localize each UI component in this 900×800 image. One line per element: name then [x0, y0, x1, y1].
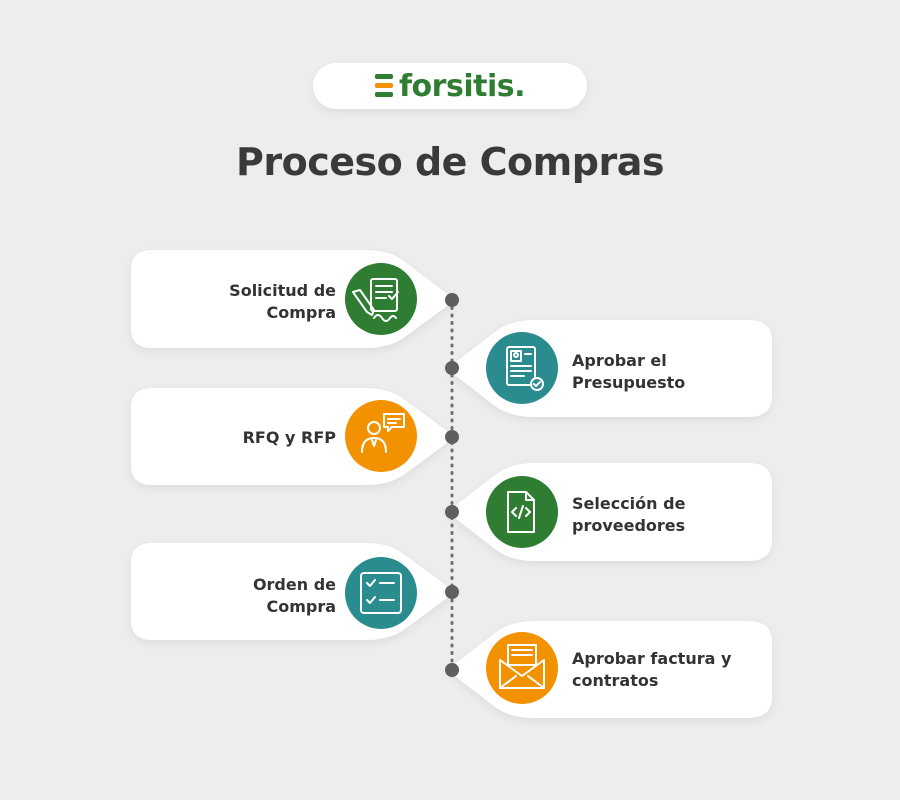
connector-node [445, 430, 459, 444]
connector-node [445, 505, 459, 519]
step-2-label: Aprobar el Presupuesto [572, 351, 686, 392]
step-4-label: Selección de proveedores [572, 494, 686, 535]
step-4-seleccion [445, 463, 772, 561]
invoice-envelope-icon [499, 644, 545, 689]
connector-node [445, 293, 459, 307]
step-3-label: RFQ y RFP [242, 428, 336, 447]
checklist-icon [360, 572, 402, 614]
connector-node [445, 663, 459, 677]
page-title: Proceso de Compras [236, 140, 664, 184]
step-5-label: Orden de Compra [252, 575, 336, 616]
signed-document-icon [352, 278, 399, 322]
step-3-icon-circle [345, 400, 417, 472]
code-file-icon [507, 491, 535, 533]
step-3-rfq-rfp [131, 388, 459, 485]
step-5-orden [131, 543, 459, 640]
budget-document-icon [506, 346, 544, 391]
step-2-presupuesto [445, 320, 772, 417]
step-6-icon-circle [486, 632, 558, 704]
logo-mark-icon [375, 74, 393, 98]
step-6-label: Aprobar factura y contratos [572, 649, 732, 690]
connector-node [445, 361, 459, 375]
step-5-icon-circle [345, 557, 417, 629]
connector-node [445, 585, 459, 599]
step-1-solicitud [131, 250, 459, 348]
step-2-icon-circle [486, 332, 558, 404]
step-6-factura [445, 621, 772, 718]
person-chat-icon [361, 413, 405, 453]
step-1-label: Solicitud de Compra [229, 281, 336, 322]
brand-name: forsitis. [399, 68, 525, 104]
brand-logo: forsitis. [313, 63, 587, 109]
